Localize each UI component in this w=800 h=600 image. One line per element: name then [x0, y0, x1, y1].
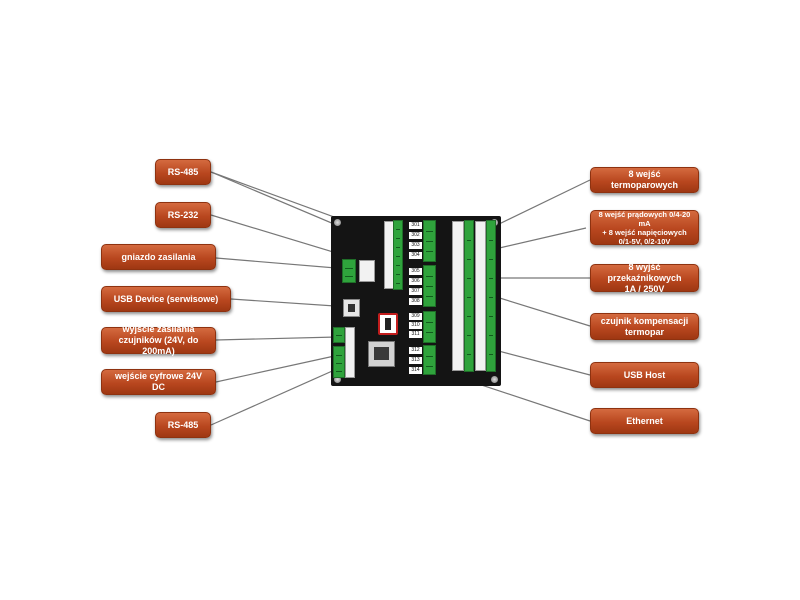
leader-thermocouple — [494, 179, 591, 227]
leader-sensor-power — [215, 336, 338, 341]
label-usb-device: USB Device (serwisowe) — [101, 286, 231, 312]
terminal-number: 303 — [409, 242, 422, 249]
label-rs485-bottom: RS-485 — [155, 412, 211, 438]
usb-device-port — [343, 299, 360, 317]
terminal-block-305-308 — [423, 265, 436, 307]
screw — [491, 376, 498, 383]
label-thermocouple-inputs: 8 wejść termoparowych — [590, 167, 699, 193]
power-socket-plate — [359, 260, 375, 282]
screw — [334, 219, 341, 226]
ethernet-port — [368, 341, 395, 367]
label-current-voltage-inputs: 8 wejść prądowych 0/4-20 mA + 8 wejść na… — [590, 210, 699, 246]
power-socket-terminal — [342, 259, 356, 283]
label-digital-input: wejście cyfrowe 24V DC — [101, 369, 216, 395]
label-cold-junction: czujnik kompensacji termopar — [590, 313, 699, 340]
sensor-power-terminal — [333, 327, 345, 343]
label-rs485-top: RS-485 — [155, 159, 211, 185]
right-terminal-block-a — [464, 220, 474, 372]
label-usb-host: USB Host — [590, 362, 699, 388]
terminal-number: 304 — [409, 252, 422, 259]
label-relay-outputs: 8 wyjść przekaźnikowych 1A / 250V — [590, 262, 699, 294]
leader-cold-junction — [489, 294, 591, 327]
terminal-number: 305 — [409, 268, 422, 275]
leader-current-voltage — [494, 227, 587, 250]
terminal-number: 311 — [409, 331, 422, 338]
screw — [334, 376, 341, 383]
leader-digital-input — [215, 354, 340, 383]
lower-left-terminal-labels — [345, 327, 355, 378]
terminal-block-301-304 — [423, 220, 436, 262]
terminal-number: 301 — [409, 222, 422, 229]
terminal-number: 309 — [409, 313, 422, 320]
right-terminal-labels-a — [452, 221, 464, 371]
right-terminal-labels-b — [475, 221, 486, 371]
usb-host-port — [378, 313, 398, 335]
digital-input-terminal — [333, 346, 345, 378]
terminal-number: 314 — [409, 367, 422, 374]
terminal-number: 306 — [409, 278, 422, 285]
comm-terminal-block — [393, 220, 403, 290]
leader-usb-device — [230, 298, 351, 308]
terminal-number: 312 — [409, 347, 422, 354]
terminal-number: 302 — [409, 232, 422, 239]
terminal-number: 310 — [409, 322, 422, 329]
label-rs232: RS-232 — [155, 202, 211, 228]
right-terminal-block-b — [486, 220, 496, 372]
terminal-number: 307 — [409, 288, 422, 295]
terminal-block-312-314 — [423, 345, 436, 375]
terminal-block-309-311 — [423, 311, 436, 343]
terminal-number: 313 — [409, 357, 422, 364]
leader-rs485-bottom — [210, 367, 340, 426]
label-power-socket: gniazdo zasilania — [101, 244, 216, 270]
terminal-number: 308 — [409, 298, 422, 305]
label-sensor-power: wyjście zasilania czujników (24V, do 200… — [101, 324, 216, 356]
label-ethernet: Ethernet — [590, 408, 699, 434]
